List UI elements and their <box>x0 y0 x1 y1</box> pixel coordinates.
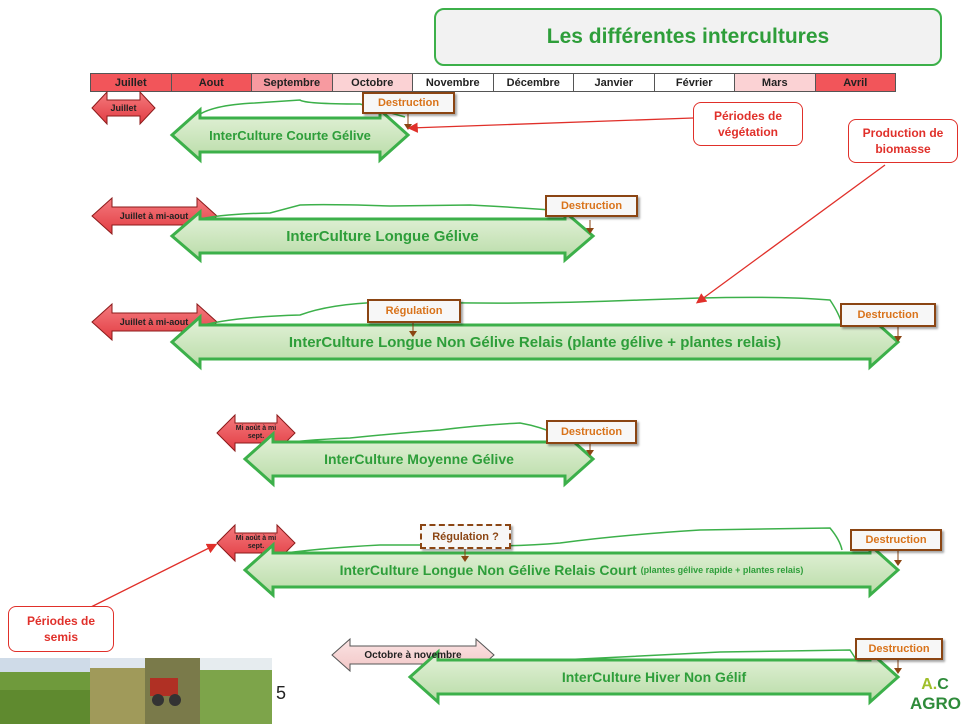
month-cell: Aout <box>171 74 252 91</box>
vegetation-curve <box>269 527 843 556</box>
interculture-name: InterCulture Longue Gélive <box>286 227 479 245</box>
interculture-name-main: InterCulture Longue Non Gélive Relais Co… <box>339 562 637 578</box>
page-title: Les différentes intercultures <box>434 8 942 66</box>
month-cell: Juillet <box>91 74 172 91</box>
month-cell: Avril <box>815 74 895 91</box>
destruction-box: Destruction <box>850 529 942 551</box>
callout-periodes-vegetation: Périodes de végétation <box>693 102 803 146</box>
sowing-label: Mi août à mi sept. <box>235 535 277 550</box>
logo: A.C AGRO <box>910 676 961 714</box>
month-cell: Novembre <box>413 74 494 91</box>
interculture-arrow <box>169 106 411 164</box>
interculture-name: InterCulture Longue Non Gélive Relais (p… <box>288 333 782 351</box>
interculture-name: InterCulture Courte Gélive <box>209 127 371 143</box>
interculture-arrow <box>407 648 901 706</box>
month-cell: Mars <box>735 74 816 91</box>
month-cell: Décembre <box>493 74 574 91</box>
destruction-box: Destruction <box>545 195 638 217</box>
interculture-name-suffix: (plantes gélive rapide + plantes relais) <box>640 565 804 575</box>
destruction-box: Destruction <box>546 420 637 444</box>
month-cell: Octobre <box>332 74 413 91</box>
destruction-box: Destruction <box>840 303 936 327</box>
interculture-arrow <box>242 430 596 488</box>
page-number: 5 <box>276 683 287 703</box>
sowing-arrow <box>91 90 156 126</box>
month-cell: Janvier <box>574 74 655 91</box>
sowing-label: Juillet <box>110 103 137 113</box>
interculture-name: InterCulture Hiver Non Gélif <box>561 669 747 685</box>
interculture-arrow <box>169 208 596 264</box>
destruction-box: Destruction <box>855 638 943 660</box>
logo-agro: AGRO <box>910 694 961 713</box>
callout-periodes-semis: Périodes de semis <box>8 606 114 652</box>
callout-production-biomasse: Production de biomasse <box>848 119 958 163</box>
month-cell: Février <box>654 74 735 91</box>
logo-a: A. <box>921 676 938 693</box>
vegetation-curve <box>195 203 591 221</box>
regulation-box: Régulation ? <box>420 524 511 549</box>
field-photos <box>0 658 272 724</box>
regulation-box: Régulation <box>367 299 461 323</box>
interculture-name: InterCulture Moyenne Gélive <box>324 451 514 467</box>
sowing-label: Juillet à mi-aout <box>119 317 189 327</box>
sowing-label: Mi août à mi sept. <box>235 425 277 440</box>
month-timeline: Juillet Aout Septembre Octobre Novembre … <box>90 73 896 92</box>
interculture-arrow <box>242 541 901 599</box>
logo-c: C <box>937 676 949 693</box>
month-cell: Septembre <box>252 74 333 91</box>
sowing-label: Octobre à novembre <box>364 649 462 661</box>
sowing-label: Juillet à mi-aout <box>119 211 189 221</box>
vegetation-curve <box>195 296 843 328</box>
vegetation-curve <box>269 422 591 456</box>
interculture-name: InterCulture Longue Non Gélive Relais Co… <box>273 553 870 587</box>
destruction-box: Destruction <box>362 92 455 114</box>
